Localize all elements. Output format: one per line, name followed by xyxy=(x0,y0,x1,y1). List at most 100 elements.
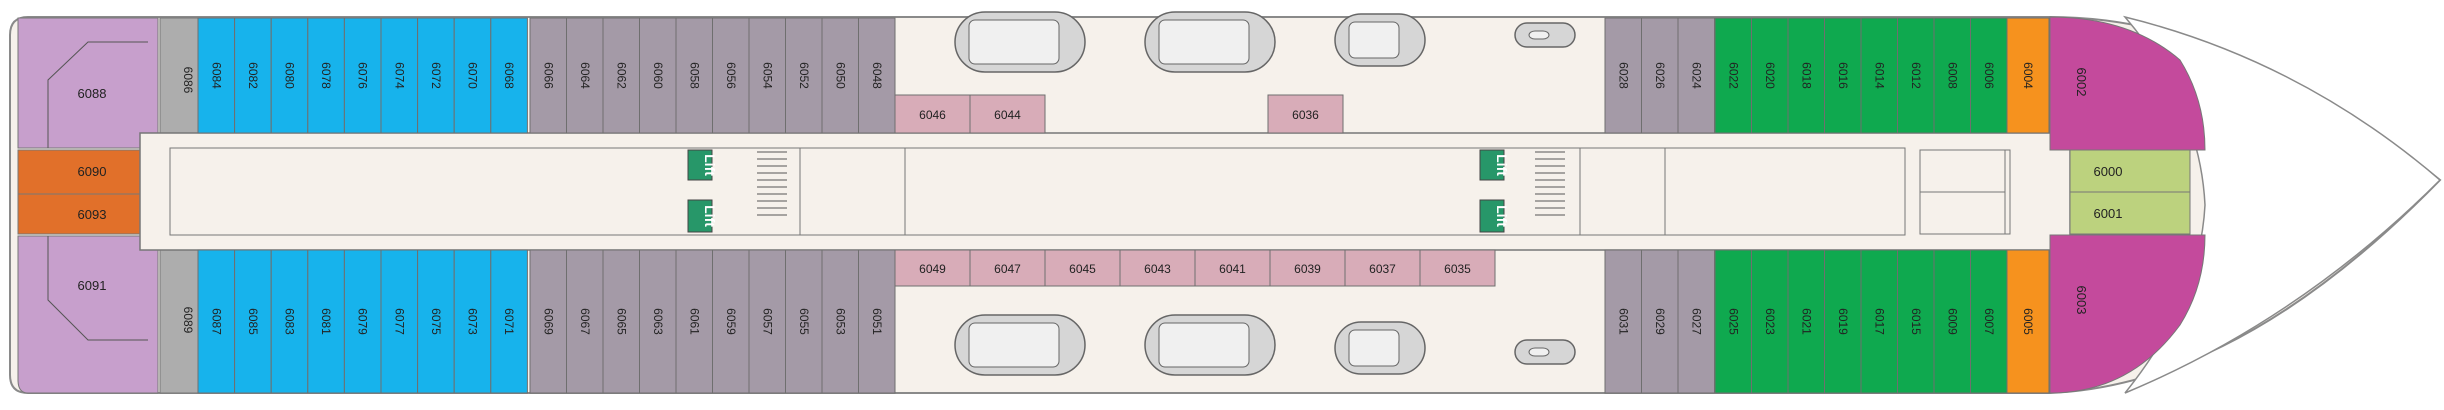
lift-aft-bottom[interactable]: Lift xyxy=(687,199,718,233)
cabin-green[interactable]: 6023 xyxy=(1751,249,1789,394)
cabin-blue[interactable]: 6077 xyxy=(380,249,419,394)
cabin-purple[interactable]: 6064 xyxy=(566,17,604,134)
cabin-green[interactable]: 6018 xyxy=(1787,17,1825,134)
lift-fwd-bottom[interactable]: Lift xyxy=(1479,199,1510,233)
cabin-pink[interactable]: 6041 xyxy=(1194,249,1271,287)
cabin-green[interactable]: 6014 xyxy=(1860,17,1898,134)
cabin-pink[interactable]: 6035 xyxy=(1419,249,1496,287)
cabin-purple[interactable]: 6063 xyxy=(639,249,677,394)
cabin-number: 6048 xyxy=(870,62,884,89)
cabin-green[interactable]: 6015 xyxy=(1897,249,1935,394)
cabin-box xyxy=(821,17,859,134)
cabin-purple[interactable]: 6059 xyxy=(712,249,750,394)
cabin-purple[interactable]: 6062 xyxy=(602,17,640,134)
cabin-pink[interactable]: 6039 xyxy=(1269,249,1346,287)
cabin-blue[interactable]: 6073 xyxy=(453,249,492,394)
cabin-blue[interactable]: 6085 xyxy=(234,249,272,394)
cabin-pink[interactable]: 6046 xyxy=(894,94,971,134)
cabin-blue[interactable]: 6068 xyxy=(490,17,528,134)
cabin-green[interactable]: 6012 xyxy=(1897,17,1935,134)
cabin-purple[interactable]: 6056 xyxy=(712,17,750,134)
cabin-purple[interactable]: 6048 xyxy=(858,17,896,134)
aft-suite-top[interactable] xyxy=(17,17,159,149)
cabin-number: 6077 xyxy=(392,308,406,335)
cabin-blue[interactable]: 6072 xyxy=(417,17,455,134)
cabin-blue[interactable]: 6087 xyxy=(197,249,236,394)
cabin-purple[interactable]: 6067 xyxy=(566,249,604,394)
cabin-purple[interactable]: 6060 xyxy=(639,17,677,134)
cabin-purple[interactable]: 6051 xyxy=(858,249,896,394)
cabin-purple[interactable]: 6031 xyxy=(1604,249,1642,394)
cabin-blue[interactable]: 6075 xyxy=(417,249,455,394)
cabin-blue[interactable]: 6083 xyxy=(270,249,309,394)
aft-cabin-mid-top[interactable] xyxy=(17,149,141,195)
cabin-blue[interactable]: 6076 xyxy=(343,17,382,134)
cabin-pink[interactable]: 6037 xyxy=(1344,249,1421,287)
cabin-green[interactable]: 6016 xyxy=(1824,17,1862,134)
cabin-orange[interactable]: 6005 xyxy=(2006,249,2050,394)
cabin-pink[interactable]: 6044 xyxy=(969,94,1046,134)
cabin-blue[interactable]: 6081 xyxy=(307,249,345,394)
cabin-olive-top[interactable] xyxy=(2069,149,2191,193)
cabin-magenta-top[interactable] xyxy=(2049,16,2206,151)
cabin-purple[interactable]: 6061 xyxy=(675,249,713,394)
cabin-purple[interactable]: 6054 xyxy=(748,17,786,134)
cabin-magenta-bottom[interactable] xyxy=(2049,234,2206,394)
cabin-box xyxy=(602,249,640,394)
cabin-number: 6008 xyxy=(1945,62,1959,89)
cabin-grey-top[interactable] xyxy=(159,17,199,134)
cabin-green[interactable]: 6006 xyxy=(1970,17,2008,134)
aft-suite-bottom[interactable] xyxy=(17,235,159,394)
cabin-purple[interactable]: 6055 xyxy=(785,249,823,394)
cabin-purple[interactable]: 6024 xyxy=(1677,17,1715,134)
cabin-green[interactable]: 6019 xyxy=(1824,249,1862,394)
cabin-box xyxy=(197,17,236,134)
cabin-box xyxy=(639,17,677,134)
cabin-blue[interactable]: 6071 xyxy=(490,249,528,394)
cabin-purple[interactable]: 6028 xyxy=(1604,17,1642,134)
cabin-green[interactable]: 6008 xyxy=(1933,17,1971,134)
cabin-purple[interactable]: 6052 xyxy=(785,17,823,134)
cabin-orange[interactable]: 6004 xyxy=(2006,17,2050,134)
cabin-green[interactable]: 6021 xyxy=(1787,249,1825,394)
cabin-box xyxy=(197,249,236,394)
cabin-green[interactable]: 6025 xyxy=(1714,249,1752,394)
cabin-purple[interactable]: 6027 xyxy=(1677,249,1715,394)
cabin-blue[interactable]: 6084 xyxy=(197,17,236,134)
cabin-green[interactable]: 6007 xyxy=(1970,249,2008,394)
cabin-green[interactable]: 6017 xyxy=(1860,249,1898,394)
cabin-blue[interactable]: 6078 xyxy=(307,17,345,134)
cabin-green[interactable]: 6009 xyxy=(1933,249,1971,394)
cabin-purple[interactable]: 6066 xyxy=(529,17,567,134)
cabin-pink[interactable]: 6047 xyxy=(969,249,1046,287)
cabin-number: 6062 xyxy=(614,62,628,89)
lift-fwd-top[interactable]: Lift xyxy=(1479,149,1510,181)
cabin-purple[interactable]: 6050 xyxy=(821,17,859,134)
cabin-box xyxy=(343,249,382,394)
cabin-green[interactable]: 6020 xyxy=(1751,17,1789,134)
cabin-purple[interactable]: 6057 xyxy=(748,249,786,394)
cabin-blue[interactable]: 6082 xyxy=(234,17,272,134)
cabin-pink[interactable]: 6036 xyxy=(1267,94,1344,134)
lift-aft-top[interactable]: Lift xyxy=(687,149,718,181)
cabin-box xyxy=(234,17,272,134)
cabin-green[interactable]: 6022 xyxy=(1714,17,1752,134)
cabin-pink[interactable]: 6043 xyxy=(1119,249,1196,287)
cabin-number: 6027 xyxy=(1689,308,1703,335)
cabin-blue[interactable]: 6074 xyxy=(380,17,419,134)
cabin-purple[interactable]: 6065 xyxy=(602,249,640,394)
stairs-aft xyxy=(757,151,787,216)
cabin-purple[interactable]: 6026 xyxy=(1641,17,1679,134)
cabin-olive-bottom[interactable] xyxy=(2069,191,2191,235)
cabin-blue[interactable]: 6079 xyxy=(343,249,382,394)
cabin-pink[interactable]: 6045 xyxy=(1044,249,1121,287)
cabin-blue[interactable]: 6080 xyxy=(270,17,309,134)
cabin-blue[interactable]: 6070 xyxy=(453,17,492,134)
cabin-number: 6000 xyxy=(2094,164,2123,179)
cabin-pink[interactable]: 6049 xyxy=(894,249,971,287)
cabin-purple[interactable]: 6058 xyxy=(675,17,713,134)
cabin-number: 6058 xyxy=(687,62,701,89)
cabin-purple[interactable]: 6069 xyxy=(529,249,567,394)
cabin-purple[interactable]: 6053 xyxy=(821,249,859,394)
cabin-purple[interactable]: 6029 xyxy=(1641,249,1679,394)
